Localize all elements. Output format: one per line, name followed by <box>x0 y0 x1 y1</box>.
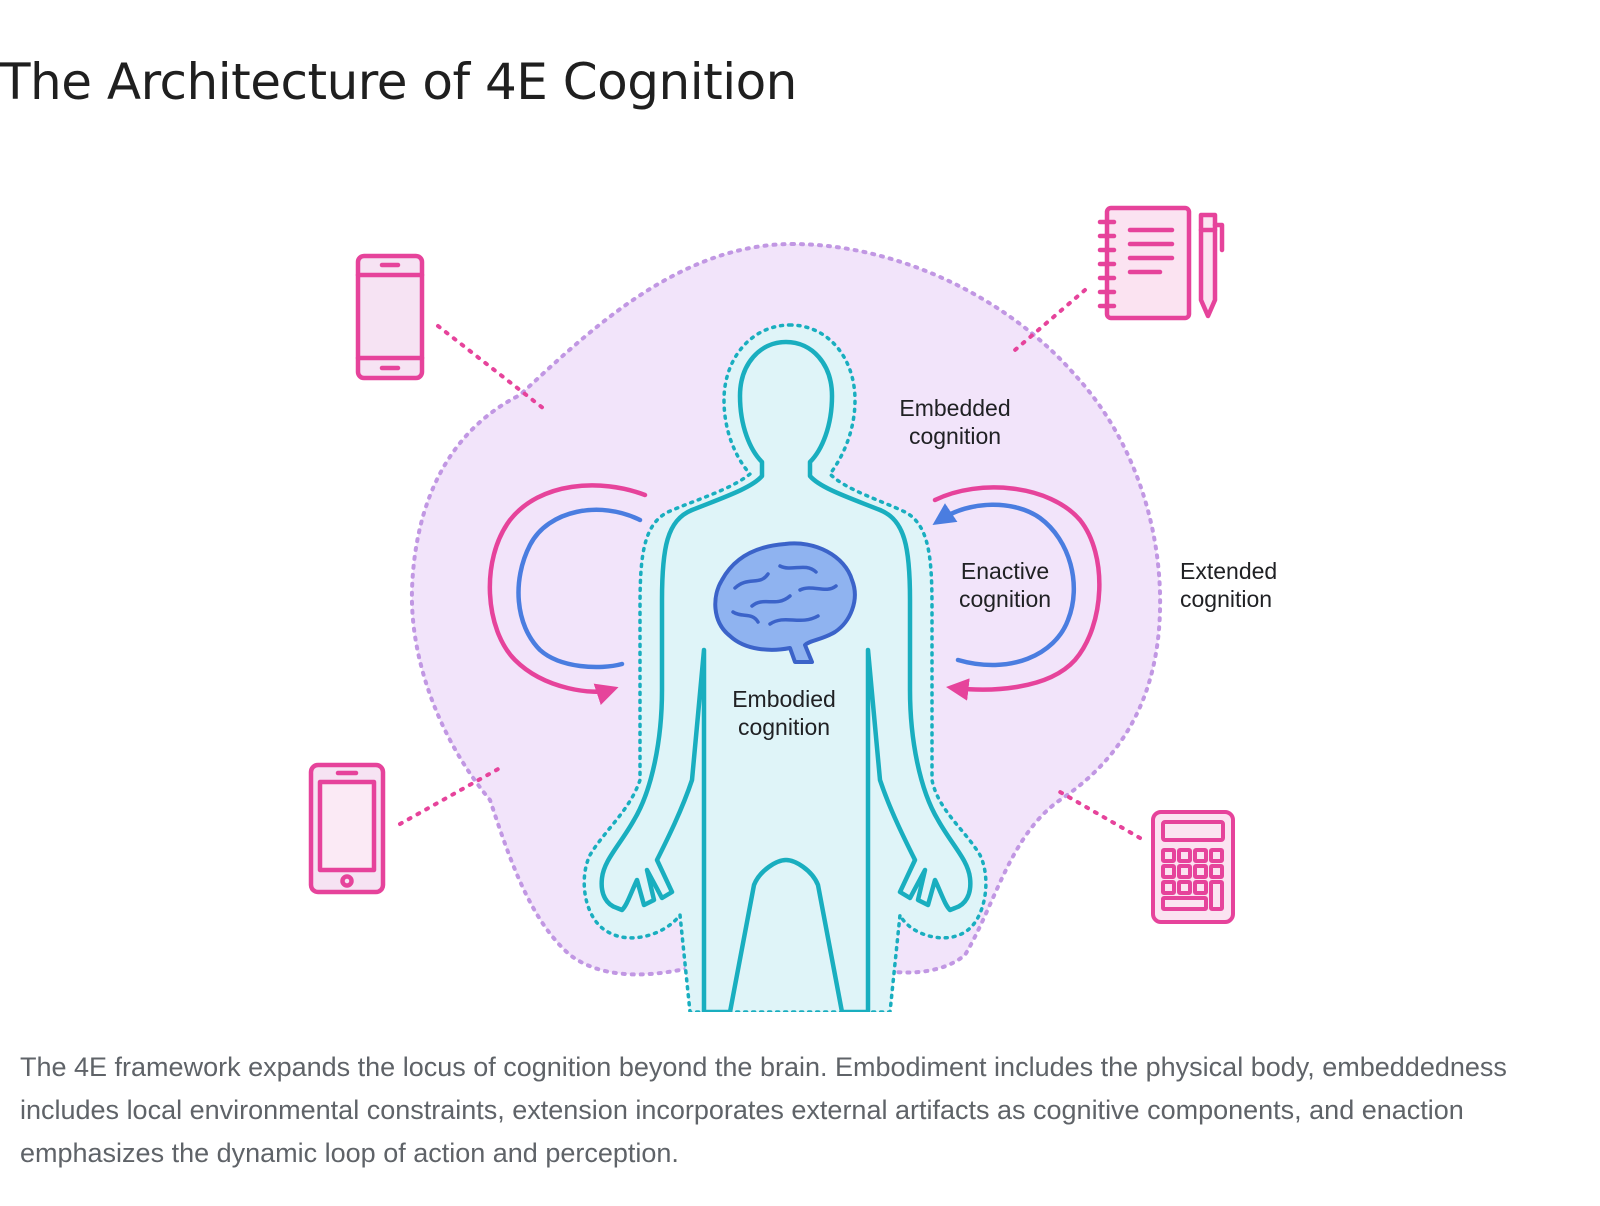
calculator-icon <box>1151 810 1235 924</box>
page-title: The Architecture of 4E Cognition <box>0 53 797 111</box>
label-embedded-cognition: Embedded cognition <box>899 395 1010 449</box>
left-enactive-loop <box>487 483 648 705</box>
notebook-and-pen-icon <box>1097 205 1225 321</box>
tablet-icon <box>308 762 386 895</box>
label-embedded-line2: cognition <box>909 423 1001 449</box>
brain-icon <box>713 541 857 664</box>
label-extended-line2: cognition <box>1180 586 1272 612</box>
artifact-connectors <box>398 288 1142 840</box>
smartphone-icon <box>355 253 425 381</box>
label-extended-line1: Extended <box>1180 558 1277 584</box>
human-body-figure <box>599 339 973 1012</box>
label-enactive-line2: cognition <box>959 586 1051 612</box>
label-embodied-line2: cognition <box>738 714 830 740</box>
label-extended-cognition: Extended cognition <box>1180 558 1277 612</box>
body-halo <box>582 323 988 1012</box>
right-enactive-loop <box>932 485 1102 701</box>
label-embodied-cognition: Embodied cognition <box>732 686 836 740</box>
figure-caption: The 4E framework expands the locus of co… <box>20 1052 1507 1168</box>
label-embedded-line1: Embedded <box>899 395 1010 421</box>
label-embodied-line1: Embodied <box>732 686 836 712</box>
label-enactive-line1: Enactive <box>961 558 1049 584</box>
label-enactive-cognition: Enactive cognition <box>959 558 1051 612</box>
